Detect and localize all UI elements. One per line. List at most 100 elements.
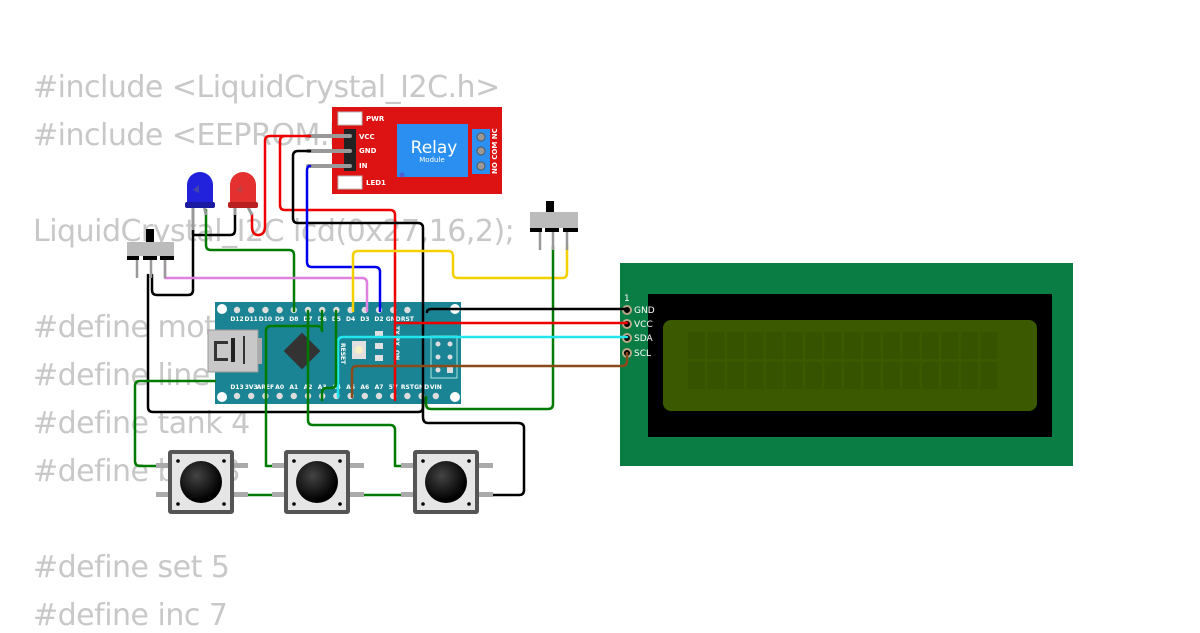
lcd-cell xyxy=(727,362,744,389)
arduino-pin-a7[interactable] xyxy=(375,392,383,400)
slide-switch-1[interactable] xyxy=(127,229,174,278)
code-line-7: #define line xyxy=(33,358,210,393)
lcd-cell xyxy=(766,332,783,359)
lcd-cell xyxy=(961,362,978,389)
pushbutton-2[interactable] xyxy=(272,450,364,514)
wire-black-gnd xyxy=(146,149,425,414)
arduino-pin-label: GND xyxy=(386,316,401,323)
lcd-pin-label-vcc: VCC xyxy=(634,320,653,330)
lcd-cell xyxy=(902,362,920,389)
lcd-cell xyxy=(941,362,959,389)
relay-pin-gnd: GND xyxy=(359,147,377,155)
lcd-display[interactable]: 1 GND VCC SDA SCL xyxy=(620,263,1073,466)
button-leg xyxy=(401,463,417,468)
blue-led[interactable] xyxy=(185,172,215,230)
switch-1-handle[interactable] xyxy=(146,229,154,242)
button-screw xyxy=(176,502,180,506)
rx-led xyxy=(375,343,383,349)
arduino-pin-label: A6 xyxy=(360,384,369,391)
wire-green-led xyxy=(204,208,296,313)
power-led xyxy=(375,355,383,361)
arduino-pin-label: D12 xyxy=(230,316,243,323)
lcd-cell xyxy=(727,332,744,359)
wire-green-d5 xyxy=(320,309,338,402)
button-leg xyxy=(401,492,417,497)
lcd-pin-label-sda: SDA xyxy=(634,334,653,344)
relay-module[interactable]: PWR LED1 VCC GND IN Relay Module NO COM … xyxy=(332,107,502,194)
arduino-pin-label: GND xyxy=(414,384,429,391)
arduino-pin-d11[interactable] xyxy=(248,306,255,314)
lcd-cell xyxy=(883,362,900,389)
arduino-pin-rst[interactable] xyxy=(404,392,411,400)
pushbutton-1[interactable] xyxy=(156,450,248,514)
arduino-pin-label: RST xyxy=(401,384,415,391)
arduino-pin-a1[interactable] xyxy=(290,392,297,400)
wire-green-switch2 xyxy=(424,244,555,411)
arduino-pin-label: D9 xyxy=(275,316,284,323)
red-led[interactable] xyxy=(228,172,258,216)
arduino-pin-d13[interactable] xyxy=(233,392,241,400)
wire-blue-relay-in xyxy=(305,164,382,313)
wire-cyan-sda xyxy=(336,335,629,399)
microcontroller-chip xyxy=(283,332,321,370)
arduino-pin-a0[interactable] xyxy=(276,392,283,400)
button-cap[interactable] xyxy=(180,461,222,503)
red-led-body xyxy=(230,172,256,206)
lcd-cell xyxy=(824,362,842,389)
arduino-pin-label: D8 xyxy=(289,316,298,323)
arduino-pin-label: D11 xyxy=(245,316,258,323)
lcd-cell xyxy=(746,332,764,359)
code-line-9: #define b 8 xyxy=(33,454,240,489)
switch-2-handle[interactable] xyxy=(546,201,554,214)
on-label: ON xyxy=(393,350,400,360)
pushbutton-3[interactable] xyxy=(401,450,493,514)
blue-led-body xyxy=(187,172,213,206)
arduino-pin-d12[interactable] xyxy=(233,306,241,314)
lcd-cell xyxy=(688,332,705,359)
lcd-cell xyxy=(980,332,998,359)
arduino-pin-vin[interactable] xyxy=(432,392,439,400)
arduino-pin-label: A3 xyxy=(318,384,327,391)
terminal-com[interactable] xyxy=(476,146,486,156)
wire-green-button1 xyxy=(133,379,217,468)
pwr-label: PWR xyxy=(366,115,385,123)
lcd-cell xyxy=(863,332,881,359)
lcd-cell xyxy=(844,362,861,389)
wire-green-button3 xyxy=(306,309,407,468)
arduino-pin-a6[interactable] xyxy=(361,392,368,400)
button-screw xyxy=(467,459,471,463)
arduino-pin-label: D13 xyxy=(230,384,243,391)
lcd-cell xyxy=(805,362,822,389)
arduino-pin-rst[interactable] xyxy=(404,306,411,314)
button-screw xyxy=(292,459,296,463)
button-cap[interactable] xyxy=(296,461,338,503)
wire-red-vcc xyxy=(278,134,397,402)
terminal-nc[interactable] xyxy=(476,132,486,142)
button-screw xyxy=(338,502,342,506)
button-leg xyxy=(156,492,172,497)
slide-switch-2[interactable] xyxy=(530,201,578,250)
button-screw xyxy=(292,502,296,506)
arduino-pin-label: D4 xyxy=(346,316,355,323)
button-leg xyxy=(348,492,364,497)
arduino-pin-label: RST xyxy=(401,316,415,323)
button-cap[interactable] xyxy=(425,461,467,503)
wire-yellow-switch xyxy=(351,244,569,313)
relay-subtitle: Module xyxy=(419,156,444,164)
code-line-1: #include <LiquidCrystal_I2C.h> xyxy=(33,70,500,105)
switch-2-body xyxy=(530,212,578,228)
terminal-no[interactable] xyxy=(476,161,486,171)
code-line-8: #define tank 4 xyxy=(33,406,250,441)
arduino-pin-label: A0 xyxy=(275,384,284,391)
arduino-pin-d9[interactable] xyxy=(276,306,283,314)
lcd-cell xyxy=(902,332,920,359)
led1-label: LED1 xyxy=(366,179,386,187)
button-screw xyxy=(222,459,226,463)
mount-hole xyxy=(217,392,227,402)
arduino-pin-3v3[interactable] xyxy=(248,392,255,400)
blue-led-rim xyxy=(185,202,215,208)
lcd-cell xyxy=(844,332,861,359)
arduino-pin-d10[interactable] xyxy=(262,306,269,314)
